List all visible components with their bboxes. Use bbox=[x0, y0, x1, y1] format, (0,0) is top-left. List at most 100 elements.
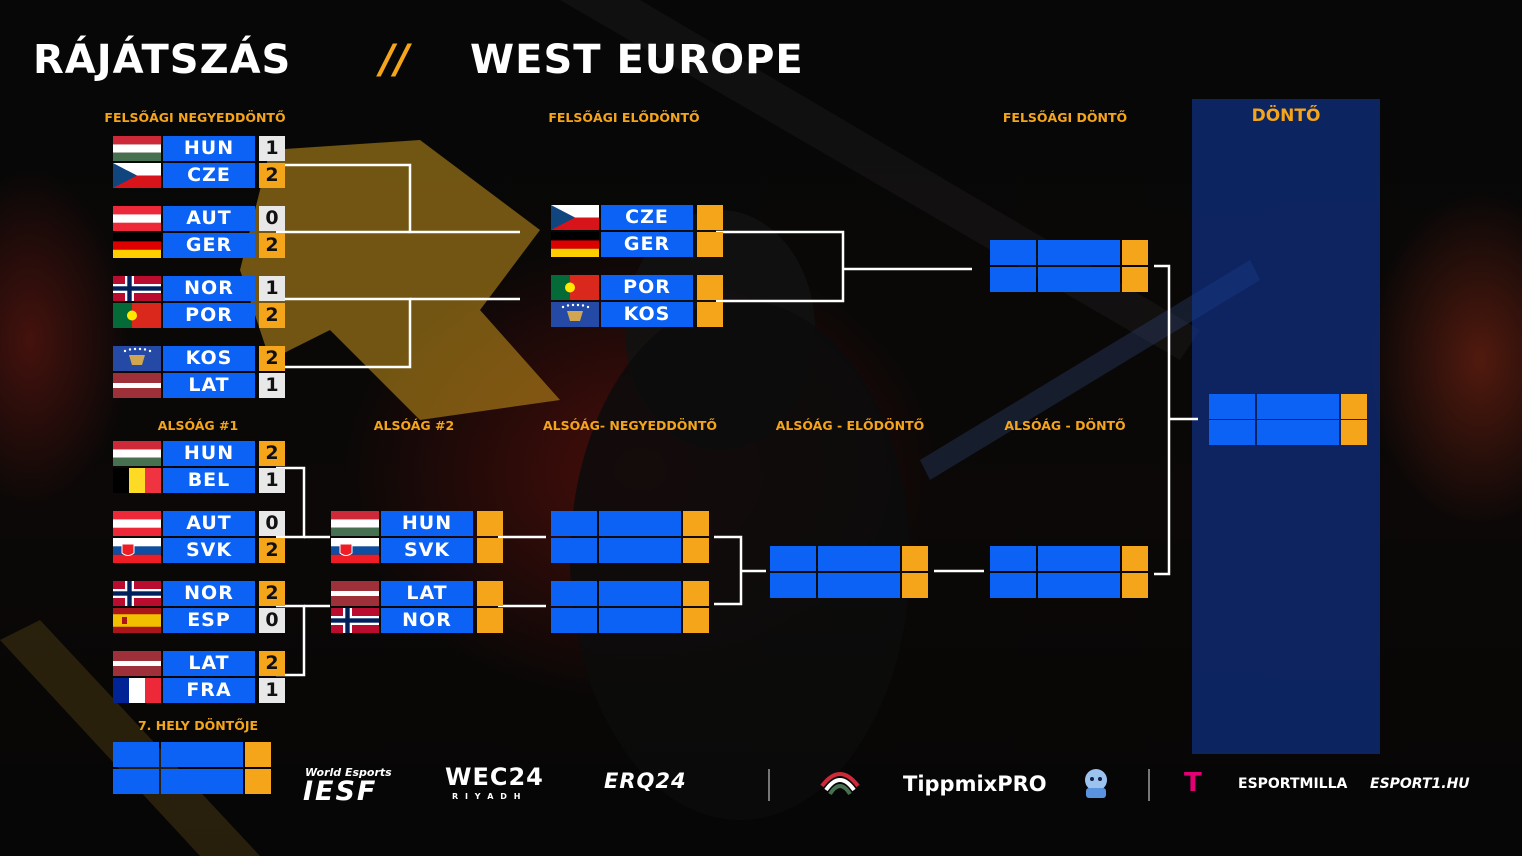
team-name: AUT bbox=[163, 511, 255, 536]
team-name: SVK bbox=[381, 538, 473, 563]
team-name: CZE bbox=[163, 163, 255, 188]
mascot-logo-icon bbox=[1080, 766, 1112, 806]
iesf-logo-caption: World Esports bbox=[305, 766, 392, 779]
label-lower-final: ALSÓÁG - DÖNTŐ bbox=[1004, 418, 1126, 433]
team-score: 2 bbox=[259, 163, 285, 188]
label-lower-round-1: ALSÓÁG #1 bbox=[157, 418, 239, 433]
team-name: POR bbox=[601, 275, 693, 300]
team-score: 1 bbox=[259, 373, 285, 398]
team-score bbox=[477, 581, 503, 606]
team-name: HUN bbox=[381, 511, 473, 536]
team-score: 0 bbox=[259, 608, 285, 633]
wec24-logo: WEC24 bbox=[445, 763, 544, 791]
team-name: LAT bbox=[163, 373, 255, 398]
team-name: KOS bbox=[163, 346, 255, 371]
team-name: CZE bbox=[601, 205, 693, 230]
flag-kos-icon bbox=[551, 302, 599, 327]
team-score: 2 bbox=[259, 651, 285, 676]
team-hungary-logo-icon bbox=[818, 766, 862, 804]
flag-aut-icon bbox=[113, 206, 161, 231]
team-name: NOR bbox=[163, 581, 255, 606]
flag-lat-icon bbox=[113, 373, 161, 398]
sponsor-divider bbox=[1148, 769, 1150, 801]
team-score bbox=[697, 275, 723, 300]
team-score: 1 bbox=[259, 678, 285, 703]
label-lower-round-2: ALSÓÁG #2 bbox=[373, 418, 455, 433]
team-score: 2 bbox=[259, 346, 285, 371]
iesf-logo: IESF bbox=[303, 776, 378, 807]
flag-hun-icon bbox=[113, 441, 161, 466]
flag-kos-icon bbox=[113, 346, 161, 371]
team-score: 2 bbox=[259, 581, 285, 606]
label-upper-final: FELSŐÁGI DÖNTŐ bbox=[1002, 110, 1128, 125]
telekom-logo: T bbox=[1184, 768, 1202, 798]
flag-hun-icon bbox=[331, 511, 379, 536]
team-score: 1 bbox=[259, 276, 285, 301]
team-name: BEL bbox=[163, 468, 255, 493]
team-name: AUT bbox=[163, 206, 255, 231]
team-score bbox=[697, 232, 723, 257]
team-name: SVK bbox=[163, 538, 255, 563]
team-score: 1 bbox=[259, 136, 285, 161]
team-score: 1 bbox=[259, 468, 285, 493]
tippmixpro-logo: TippmixPRO bbox=[903, 772, 1047, 796]
erq24-logo: ERQ24 bbox=[604, 769, 687, 793]
flag-fra-icon bbox=[113, 678, 161, 703]
team-score bbox=[477, 538, 503, 563]
flag-por-icon bbox=[551, 275, 599, 300]
flag-ger-icon bbox=[113, 233, 161, 258]
flag-svk-icon bbox=[331, 538, 379, 563]
esportmilla-logo: ESPORTMILLA bbox=[1238, 776, 1348, 792]
team-score: 0 bbox=[259, 511, 285, 536]
team-name: NOR bbox=[163, 276, 255, 301]
team-name: LAT bbox=[381, 581, 473, 606]
team-name: HUN bbox=[163, 441, 255, 466]
team-score: 2 bbox=[259, 441, 285, 466]
flag-por-icon bbox=[113, 303, 161, 328]
flag-cze-icon bbox=[551, 205, 599, 230]
label-upper-semifinal: FELSŐÁGI ELŐDÖNTŐ bbox=[548, 110, 700, 125]
team-score: 2 bbox=[259, 303, 285, 328]
label-grand-final: DÖNTŐ bbox=[1251, 106, 1321, 126]
flag-esp-icon bbox=[113, 608, 161, 633]
flag-hun-icon bbox=[113, 136, 161, 161]
team-name: KOS bbox=[601, 302, 693, 327]
flag-cze-icon bbox=[113, 163, 161, 188]
flag-lat-icon bbox=[113, 651, 161, 676]
sponsor-divider bbox=[768, 769, 770, 801]
page-title-left: RÁJÁTSZÁS bbox=[33, 37, 292, 83]
team-name: FRA bbox=[163, 678, 255, 703]
flag-svk-icon bbox=[113, 538, 161, 563]
label-seventh-place-final: 7. HELY DÖNTŐJE bbox=[137, 718, 259, 733]
label-lower-semifinal: ALSÓÁG - ELŐDÖNTŐ bbox=[775, 418, 925, 433]
flag-nor-icon bbox=[113, 276, 161, 301]
flag-bel-icon bbox=[113, 468, 161, 493]
team-name: GER bbox=[601, 232, 693, 257]
team-name: LAT bbox=[163, 651, 255, 676]
flag-lat-icon bbox=[331, 581, 379, 606]
team-score bbox=[477, 608, 503, 633]
team-name: ESP bbox=[163, 608, 255, 633]
page-title-right: WEST EUROPE bbox=[470, 37, 804, 83]
team-score: 2 bbox=[259, 538, 285, 563]
team-score bbox=[477, 511, 503, 536]
wec24-logo-subtitle: R I Y A D H bbox=[452, 792, 523, 801]
label-upper-quarterfinal: FELSŐÁGI NEGYEDDÖNTŐ bbox=[104, 110, 286, 125]
flag-aut-icon bbox=[113, 511, 161, 536]
team-score: 2 bbox=[259, 233, 285, 258]
team-name: NOR bbox=[381, 608, 473, 633]
team-score: 0 bbox=[259, 206, 285, 231]
flag-nor-icon bbox=[113, 581, 161, 606]
label-lower-quarterfinal: ALSÓÁG- NEGYEDDÖNTŐ bbox=[543, 418, 717, 433]
esport1-logo: ESPORT1.HU bbox=[1370, 776, 1470, 792]
team-name: HUN bbox=[163, 136, 255, 161]
flag-ger-icon bbox=[551, 232, 599, 257]
title-separator: // bbox=[380, 37, 410, 83]
team-name: GER bbox=[163, 233, 255, 258]
team-score bbox=[697, 205, 723, 230]
team-name: POR bbox=[163, 303, 255, 328]
team-score bbox=[697, 302, 723, 327]
flag-nor-icon bbox=[331, 608, 379, 633]
